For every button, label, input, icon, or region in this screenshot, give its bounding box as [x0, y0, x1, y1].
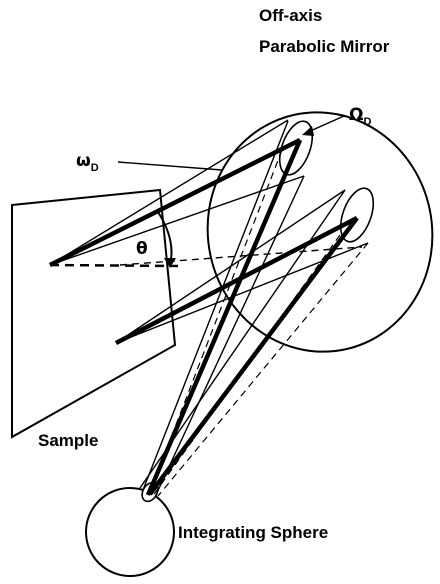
theta-label: θ	[136, 239, 148, 259]
big-omega-d-arrowhead	[302, 126, 314, 136]
upper-beam-cone	[48, 119, 305, 268]
sample-plane	[11, 188, 177, 439]
reflected-beams	[139, 120, 369, 498]
sphere-label: Integrating Sphere	[178, 523, 328, 542]
big-omega-d-leader	[307, 115, 345, 133]
omega-d-label: ωD	[76, 151, 99, 174]
mirror-label-line1: Off-axis	[259, 6, 322, 25]
sample-label: Sample	[38, 431, 98, 450]
omega-d-leader	[117, 161, 223, 171]
big-omega-d-label: ΩD	[349, 105, 371, 128]
parabolic-mirror	[206, 111, 434, 353]
integrating-sphere	[85, 487, 175, 577]
surface-normal-dashed	[49, 263, 179, 268]
lower-aperture-ellipse	[339, 187, 375, 243]
mirror-label-line2: Parabolic Mirror	[259, 37, 390, 56]
